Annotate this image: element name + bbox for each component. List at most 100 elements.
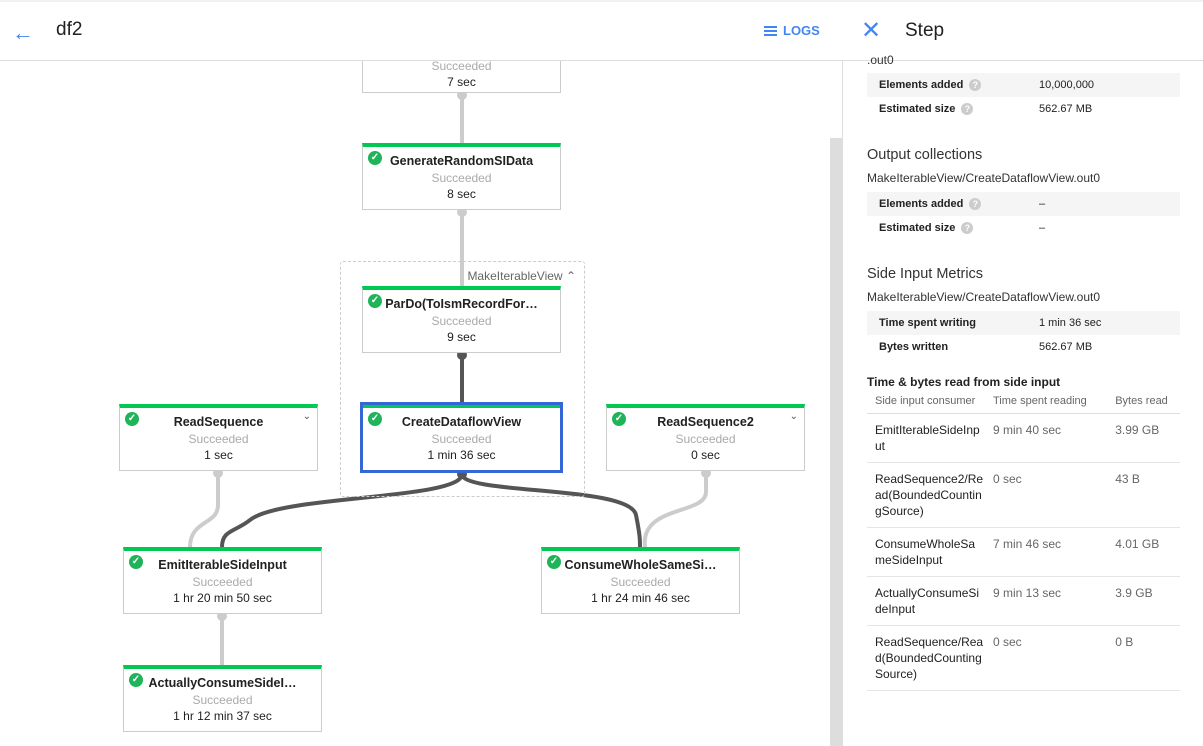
consumer-cell: ReadSequence/Read(BoundedCountingSource)	[867, 625, 985, 691]
side-input-name: MakeIterableView/CreateDataflowView.out0	[867, 290, 1101, 304]
step-panel: ✕ Step .out0 Elements added? 10,000,000 E…	[843, 0, 1203, 746]
panel-title: Step	[905, 20, 945, 41]
column-header: Bytes read	[1107, 395, 1180, 414]
step-duration: 1 sec	[204, 448, 233, 462]
graph-scrollbar[interactable]	[830, 138, 842, 746]
consumer-cell: ReadSequence2/Read(BoundedCountingSource…	[867, 462, 985, 528]
metric-value: –	[1039, 222, 1046, 234]
step-duration: 1 hr 12 min 37 sec	[173, 709, 272, 723]
step-name: EmitIterableSideInput	[158, 558, 287, 572]
metric-value: –	[1039, 198, 1046, 210]
metric-value: 1 min 36 sec	[1039, 317, 1102, 329]
check-circle-icon: ✓	[129, 555, 143, 569]
step-duration: 0 sec	[691, 448, 720, 462]
check-circle-icon: ✓	[547, 555, 561, 569]
side-metrics: Time spent writing 1 min 36 sec Bytes wri…	[867, 311, 1180, 359]
step-duration: 9 sec	[447, 330, 476, 344]
step-name: ActuallyConsumeSideI…	[148, 676, 297, 690]
step-node-actually-consume-side-input[interactable]: ✓ ActuallyConsumeSideI… Succeeded 1 hr 12 m…	[123, 665, 322, 732]
check-circle-icon: ✓	[125, 412, 139, 426]
metric-label: Estimated size	[879, 103, 956, 115]
bytes-cell: 0 B	[1107, 625, 1180, 691]
step-status: Succeeded	[431, 314, 492, 328]
expand-chevron-icon[interactable]: ⌄	[789, 411, 798, 422]
table-row: ReadSequence/Read(BoundedCountingSource)…	[867, 625, 1180, 691]
group-label[interactable]: MakeIterableView ⌃	[467, 269, 576, 283]
metric-label: Estimated size	[879, 222, 956, 234]
logs-label: LOGS	[783, 23, 820, 38]
time-cell: 7 min 46 sec	[985, 527, 1108, 577]
check-circle-icon: ✓	[368, 151, 382, 165]
step-status: Succeeded	[431, 171, 492, 185]
top-bar: ← df2 LOGS	[0, 0, 843, 61]
step-duration: 7 sec	[447, 75, 476, 89]
bytes-cell: 3.9 GB	[1107, 576, 1180, 626]
step-duration: 8 sec	[447, 187, 476, 201]
step-status: Succeeded	[675, 432, 736, 446]
group-make-iterable-view: MakeIterableView ⌃	[340, 261, 585, 497]
check-circle-icon: ✓	[368, 412, 382, 426]
time-cell: 0 sec	[985, 462, 1108, 528]
consumer-cell: ConsumeWholeSameSideInput	[867, 527, 985, 577]
step-status: Succeeded	[431, 61, 492, 73]
step-name: GenerateRandomSIData	[389, 154, 534, 168]
step-duration: 1 hr 24 min 46 sec	[591, 591, 690, 605]
step-name: CreateDataflowView	[401, 415, 522, 429]
graph-canvas[interactable]: MakeIterableView ⌃ Succeeded 7 sec ✓ Gener…	[0, 61, 843, 746]
list-icon	[764, 25, 777, 36]
metric-row: Estimated size?562.67 MB	[867, 97, 1180, 121]
metric-label: Time spent writing	[879, 317, 976, 329]
step-node[interactable]: Succeeded 7 sec	[362, 61, 561, 93]
help-icon[interactable]: ?	[969, 198, 982, 210]
help-icon[interactable]: ?	[961, 103, 974, 115]
time-cell: 9 min 13 sec	[985, 576, 1108, 626]
metric-value: 562.67 MB	[1039, 341, 1093, 353]
output-collections-title: Output collections	[867, 147, 983, 163]
step-status: Succeeded	[188, 432, 249, 446]
metric-label: Elements added	[879, 79, 964, 91]
metric-row: Time spent writing 1 min 36 sec	[867, 311, 1180, 335]
step-status: Succeeded	[192, 693, 253, 707]
metric-row: Elements added? 10,000,000	[867, 73, 1180, 97]
close-icon[interactable]: ✕	[861, 17, 882, 44]
input-collection-name: .out0	[867, 53, 894, 67]
expand-chevron-icon[interactable]: ⌄	[302, 411, 311, 422]
edge	[220, 472, 464, 549]
side-input-table: Side input consumer Time spent reading B…	[867, 395, 1180, 691]
column-header: Time spent reading	[985, 395, 1108, 414]
consumer-cell: ActuallyConsumeSideInput	[867, 576, 985, 626]
bytes-cell: 3.99 GB	[1107, 413, 1180, 463]
edge	[188, 471, 220, 549]
logs-button[interactable]: LOGS	[764, 23, 820, 38]
metric-row: Estimated size? –	[867, 216, 1180, 240]
column-header: Side input consumer	[867, 395, 985, 414]
side-input-table-title: Time & bytes read from side input	[867, 375, 1061, 389]
panel-divider	[842, 0, 843, 746]
edge	[460, 472, 642, 549]
output-metrics: Elements added?– Estimated size?–	[867, 192, 1180, 240]
output-collection-name: MakeIterableView/CreateDataflowView.out0	[867, 171, 1101, 185]
edge	[642, 471, 708, 549]
help-icon[interactable]: ?	[969, 79, 982, 91]
metric-value: 10,000,000	[1039, 79, 1095, 91]
help-icon[interactable]: ?	[961, 222, 974, 234]
step-name: ReadSequence2	[657, 415, 754, 429]
job-title: df2	[56, 19, 83, 40]
check-circle-icon: ✓	[129, 673, 143, 687]
side-input-metrics-title: Side Input Metrics	[867, 266, 984, 282]
consumer-cell: EmitIterableSideInput	[867, 413, 985, 463]
step-name: ParDo(ToIsmRecordFor…	[385, 297, 538, 311]
step-name: ConsumeWholeSameSi…	[564, 558, 717, 572]
back-arrow-icon[interactable]: ←	[12, 20, 34, 45]
